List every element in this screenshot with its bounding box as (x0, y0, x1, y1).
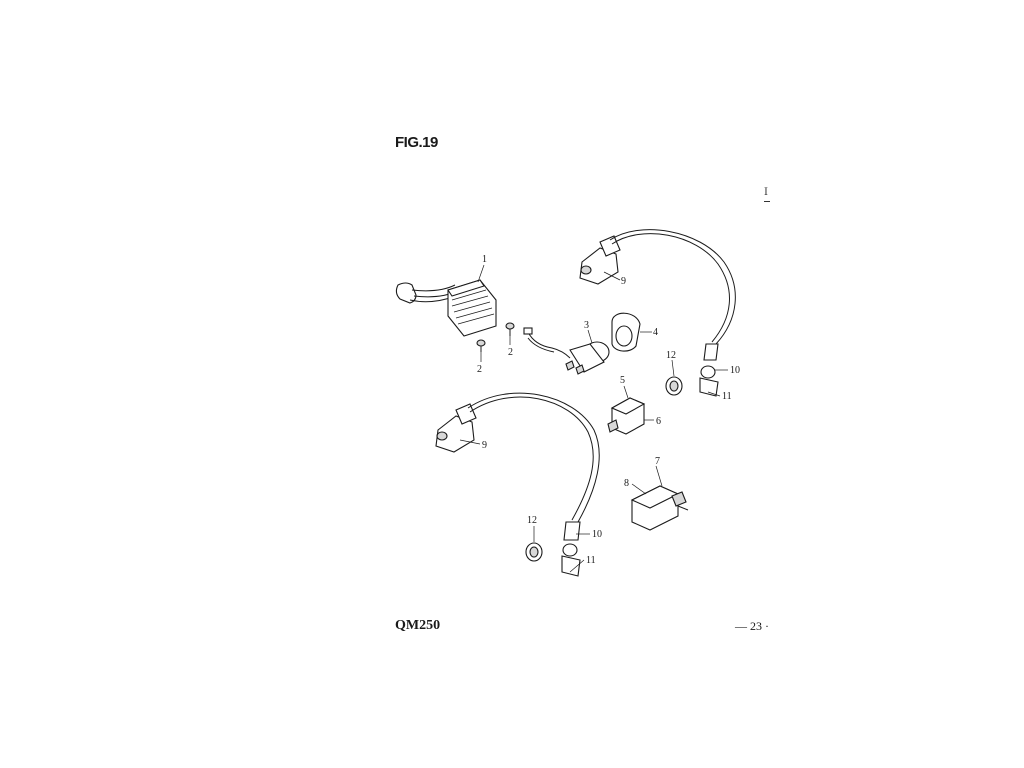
regulator-rectifier (395, 264, 497, 337)
plug-cap-upper (665, 343, 728, 397)
screw-left (476, 339, 486, 362)
screw-right (505, 322, 515, 345)
callout-10-upper: 10 (730, 365, 740, 376)
callout-10-lower: 10 (592, 529, 602, 540)
callout-labels: 1 2 2 3 4 5 6 7 8 9 9 10 10 11 11 12 12 (477, 254, 740, 566)
callout-5: 5 (620, 375, 625, 386)
starter-relay (523, 327, 610, 375)
cdi-unit (607, 385, 654, 435)
model-name: QM250 (395, 618, 441, 633)
callout-3: 3 (584, 320, 589, 331)
callout-11-lower: 11 (586, 555, 596, 566)
callout-7: 7 (655, 456, 660, 467)
callout-11-upper: 11 (722, 391, 732, 402)
callout-9-lower: 9 (482, 440, 487, 451)
callout-2-right: 2 (508, 347, 513, 358)
plug-cap-lower (525, 521, 590, 577)
edge-glyph: Ⅰ (764, 188, 770, 202)
edge-glyph-dash (764, 201, 770, 202)
callout-1: 1 (482, 254, 487, 265)
callout-8: 8 (624, 478, 629, 489)
callout-12-upper: 12 (666, 350, 676, 361)
callout-9-upper: 9 (621, 276, 626, 287)
figure-title: FIG.19 (395, 134, 438, 151)
callout-4: 4 (653, 327, 658, 338)
callout-6: 6 (656, 416, 661, 427)
page-number: — 23 · (735, 619, 769, 633)
callout-12-lower: 12 (527, 515, 537, 526)
callout-2-left: 2 (477, 364, 482, 375)
edge-glyph-text: Ⅰ (764, 187, 768, 198)
flasher-relay (630, 465, 689, 531)
ignition-coil-lower (435, 392, 600, 523)
relay-rubber-boot (611, 312, 652, 352)
ignition-coil-upper (579, 229, 736, 345)
